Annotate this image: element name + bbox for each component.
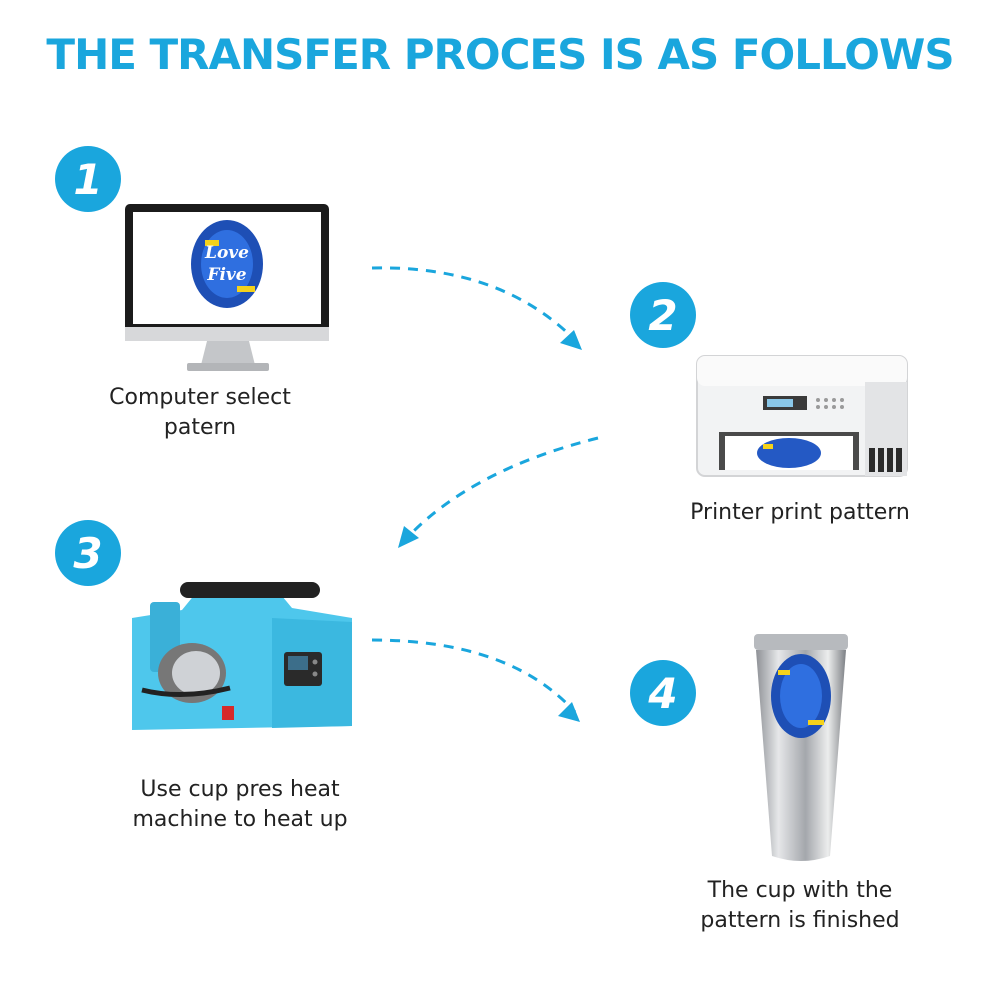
computer-monitor-icon: Love Five <box>125 204 329 371</box>
step-4-caption: The cup with the pattern is finished <box>660 876 940 936</box>
step-1-caption: Computer select patern <box>70 383 330 443</box>
step-4-caption-line-2: pattern is finished <box>700 908 900 933</box>
printer-icon <box>696 355 908 477</box>
step-3-caption: Use cup pres heat machine to heat up <box>100 775 380 835</box>
artwork-on-screen: Love Five <box>191 220 263 308</box>
artwork-word-2: Five <box>206 265 246 285</box>
step-4-badge: 4 <box>630 660 696 726</box>
step-2-caption: Printer print pattern <box>660 498 940 528</box>
step-1-caption-line-1: Computer select patern <box>109 385 291 440</box>
step-3-caption-line-1: Use cup pres heat <box>140 777 340 802</box>
arrow-3-to-4 <box>371 638 577 714</box>
step-3-badge: 3 <box>55 520 121 586</box>
artwork-word-1: Love <box>204 243 249 263</box>
page-title: THE TRANSFER PROCES IS AS FOLLOWS <box>46 30 954 79</box>
arrow-1-head <box>560 330 582 350</box>
step-4-caption-line-1: The cup with the <box>707 878 893 903</box>
heat-press-machine-icon <box>132 582 352 730</box>
tumbler-cup-icon <box>754 634 848 861</box>
arrow-3-head <box>558 702 580 722</box>
step-2-caption-line-1: Printer print pattern <box>690 500 910 525</box>
arrow-1-to-2 <box>371 266 577 342</box>
step-1-badge: 1 <box>55 146 121 212</box>
step-3-caption-line-2: machine to heat up <box>132 807 348 832</box>
arrow-2-head <box>398 526 419 548</box>
arrow-2-to-3 <box>403 436 599 542</box>
step-2-badge: 2 <box>630 282 696 348</box>
